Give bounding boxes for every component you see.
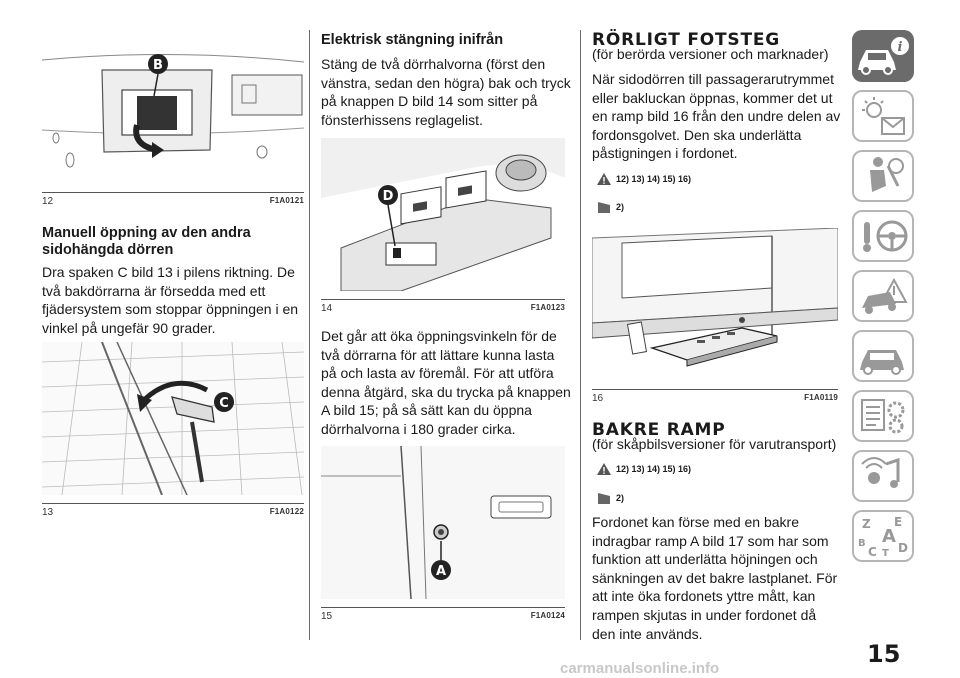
multimedia-icon: [861, 457, 900, 488]
note-references: 2): [596, 490, 624, 506]
note-reference-text: 2): [616, 202, 625, 212]
figure-15-caption: 15 F1A0124: [321, 607, 565, 625]
index-letter: D: [898, 541, 908, 555]
warning-triangle-icon: [597, 173, 611, 185]
body-text-rear-ramp: Fordonet kan förse med en bakre indragba…: [592, 514, 838, 642]
section-title-movable-step: RÖRLIGT FOTSTEG: [592, 30, 781, 50]
figure-number: 16: [592, 393, 604, 404]
figure-13-illustration: C: [42, 342, 304, 495]
tab-multimedia[interactable]: [852, 450, 914, 502]
column-divider: [580, 30, 581, 640]
warning-references: 12) 13) 14) 15) 16): [596, 461, 691, 477]
footer-watermark: carmanualsonline.info: [560, 660, 720, 677]
index-letter: C: [868, 545, 877, 559]
figure-code: F1A0121: [269, 196, 304, 205]
safety-seat-icon: [870, 157, 904, 192]
dashboard-lights-icon: [862, 97, 905, 135]
index-letter: T: [882, 548, 889, 559]
section-heading-manual-opening: Manuell öppning av den andra sidohängda …: [42, 225, 251, 258]
index-icon: Z E A B C T D: [858, 515, 908, 559]
technical-data-icon: [861, 399, 905, 434]
figure-code: F1A0122: [269, 507, 304, 516]
figure-15-illustration: A: [321, 446, 565, 599]
figure-number: 13: [42, 507, 54, 518]
figure-12-caption: 12 F1A0121: [42, 192, 304, 210]
note-references: 2): [596, 199, 624, 215]
body-text-electric-closing: Stäng de två dörrhalvorna (först den vän…: [321, 56, 571, 128]
tab-vehicle-info[interactable]: i: [852, 30, 914, 82]
tab-safety[interactable]: [852, 150, 914, 202]
emergency-icon: [862, 277, 908, 314]
warning-references: 12) 13) 14) 15) 16): [596, 171, 691, 187]
index-letter: B: [858, 538, 866, 549]
maintenance-icon: [860, 350, 904, 375]
note-icon: [598, 493, 610, 504]
tab-maintenance[interactable]: [852, 330, 914, 382]
body-text-opening-angle: Det går att öka öppningsvinkeln för de t…: [321, 328, 571, 437]
section-subtitle-movable-step: (för berörda versioner och marknader): [592, 46, 829, 62]
figure-16-illustration: [592, 228, 838, 381]
callout-label-b: B: [153, 58, 163, 73]
tab-emergency[interactable]: [852, 270, 914, 322]
index-letter: E: [894, 515, 902, 529]
figure-code: F1A0123: [530, 303, 565, 312]
figure-12-illustration: B: [42, 30, 304, 186]
note-icon: [598, 202, 610, 213]
car-info-icon: i: [858, 37, 909, 75]
figure-code: F1A0124: [530, 611, 565, 620]
body-text-movable-step: När sidodörren till passagerarutrymmet e…: [592, 71, 841, 162]
figure-number: 15: [321, 611, 333, 622]
figure-13-caption: 13 F1A0122: [42, 503, 304, 521]
callout-label-d: D: [383, 189, 394, 204]
figure-number: 14: [321, 303, 333, 314]
index-letter: Z: [862, 517, 871, 531]
tab-technical-data[interactable]: [852, 390, 914, 442]
section-title-rear-ramp: BAKRE RAMP: [592, 420, 726, 440]
warning-reference-text: 12) 13) 14) 15) 16): [616, 174, 692, 184]
figure-code: F1A0119: [804, 393, 838, 402]
body-text-manual-opening: Dra spaken C bild 13 i pilens riktning. …: [42, 264, 299, 336]
note-reference-text: 2): [616, 493, 625, 503]
starting-driving-icon: [863, 220, 908, 252]
figure-14-caption: 14 F1A0123: [321, 299, 565, 317]
index-letter: A: [882, 526, 896, 547]
figure-14-illustration: D: [321, 138, 565, 291]
page-number: 15: [867, 640, 901, 668]
column-divider: [309, 30, 310, 640]
callout-label-c: C: [219, 396, 229, 411]
tab-index[interactable]: Z E A B C T D: [852, 510, 914, 562]
section-heading-electric-closing: Elektrisk stängning inifrån: [321, 32, 504, 48]
tab-starting-driving[interactable]: [852, 210, 914, 262]
section-subtitle-rear-ramp: (för skåpbilsversioner för varutransport…: [592, 436, 837, 452]
tab-dashboard[interactable]: [852, 90, 914, 142]
svg-text:i: i: [898, 40, 903, 55]
warning-triangle-icon: [597, 463, 611, 475]
callout-label-a: A: [436, 564, 446, 579]
figure-16-caption: 16 F1A0119: [592, 389, 838, 407]
figure-number: 12: [42, 196, 54, 207]
warning-reference-text: 12) 13) 14) 15) 16): [616, 464, 692, 474]
